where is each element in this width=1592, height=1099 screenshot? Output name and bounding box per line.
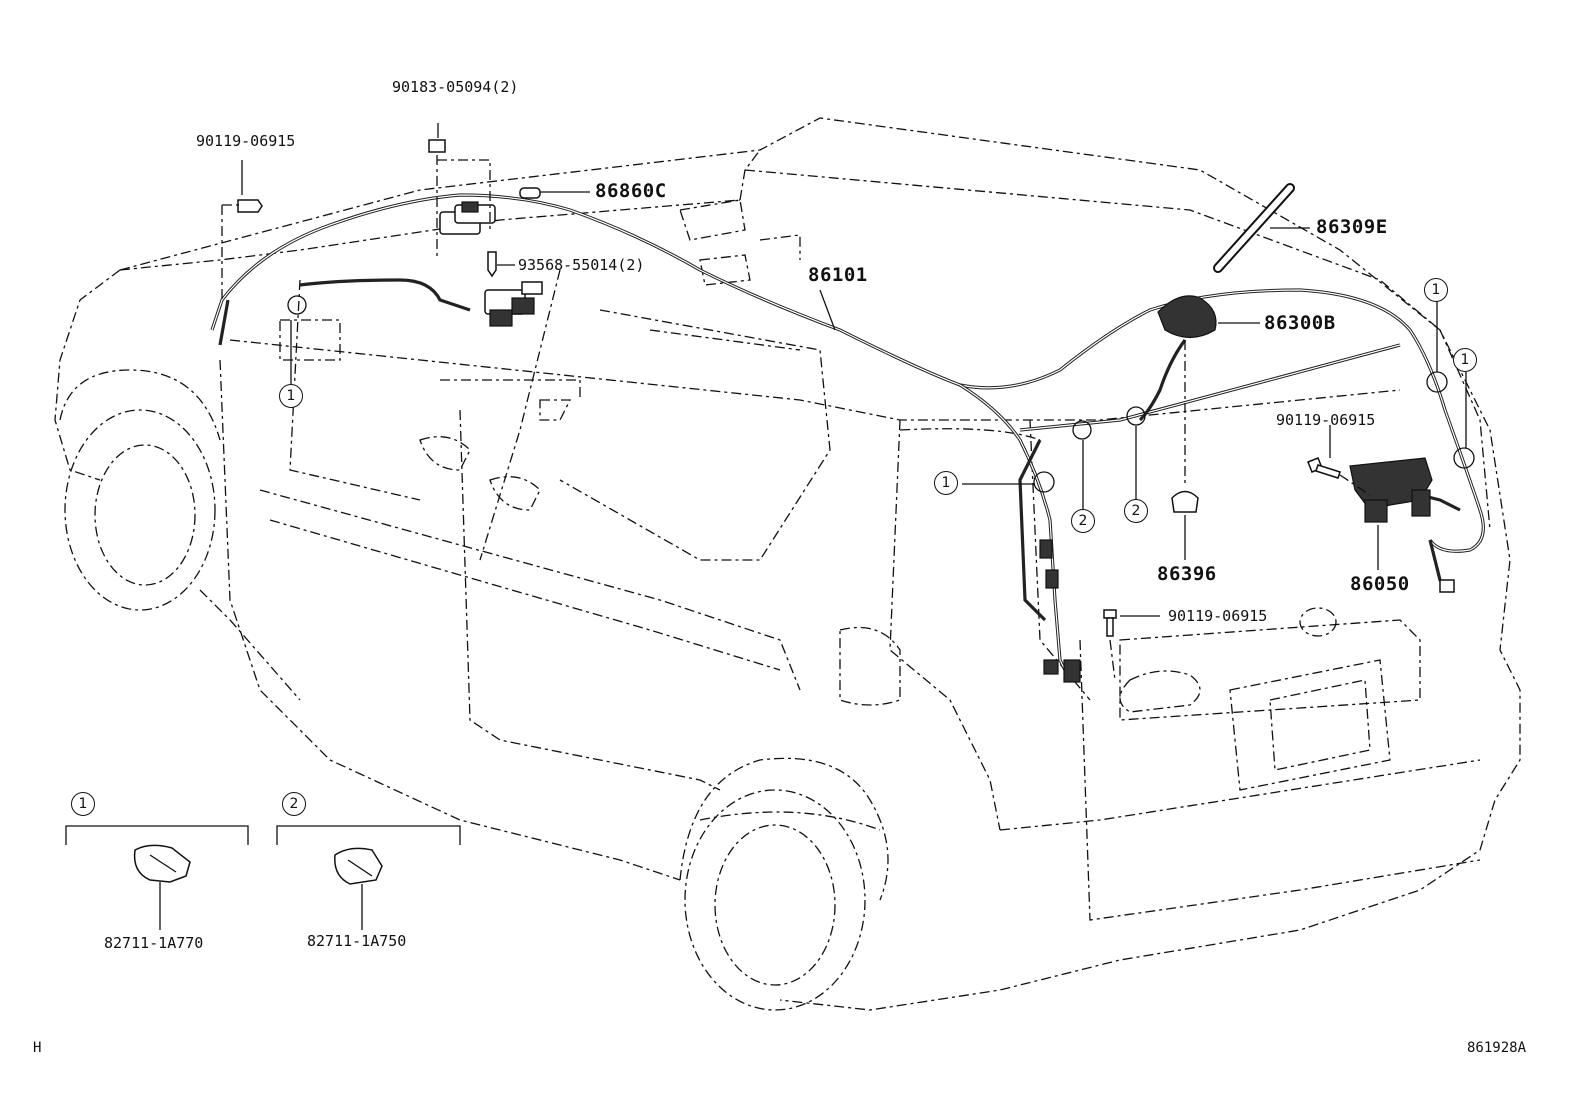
part-label-86860c: 86860C [595, 180, 667, 202]
callout-1-front: 1 [279, 384, 303, 408]
front-antenna-parts [221, 123, 590, 327]
part-label-90183-05094: 90183-05094(2) [392, 78, 519, 96]
rear-antenna-parts [1039, 183, 1455, 683]
part-label-86309e: 86309E [1316, 216, 1388, 238]
callout-1-rear-top: 1 [1424, 278, 1448, 302]
part-label-86050: 86050 [1350, 573, 1410, 595]
callout-1-rear-left: 1 [934, 471, 958, 495]
callout-2-rear-a: 2 [1071, 509, 1095, 533]
part-label-90119-06915-bottom: 90119-06915 [1168, 607, 1268, 625]
callout-2-rear-b: 2 [1124, 499, 1148, 523]
part-label-93568-55014: 93568-55014(2) [518, 256, 645, 274]
part-label-90119-06915-top: 90119-06915 [196, 132, 296, 150]
vehicle-body [54, 117, 1521, 1011]
part-label-82711-1a750: 82711-1A750 [307, 932, 407, 950]
detail-boxes [65, 825, 461, 930]
callout-1-detail: 1 [71, 792, 95, 816]
callout-1-rear-right: 1 [1453, 348, 1477, 372]
part-label-90119-06915-right: 90119-06915 [1276, 411, 1376, 429]
part-label-86101: 86101 [808, 264, 868, 286]
diagram-reference-number: 861928A [1467, 1040, 1527, 1056]
part-label-86396: 86396 [1157, 563, 1217, 585]
part-label-82711-1a770: 82711-1A770 [104, 934, 204, 952]
corner-code-left: H [33, 1040, 42, 1056]
callout-2-detail: 2 [282, 792, 306, 816]
part-label-86300b: 86300B [1264, 312, 1336, 334]
leader-lines [290, 289, 1467, 510]
